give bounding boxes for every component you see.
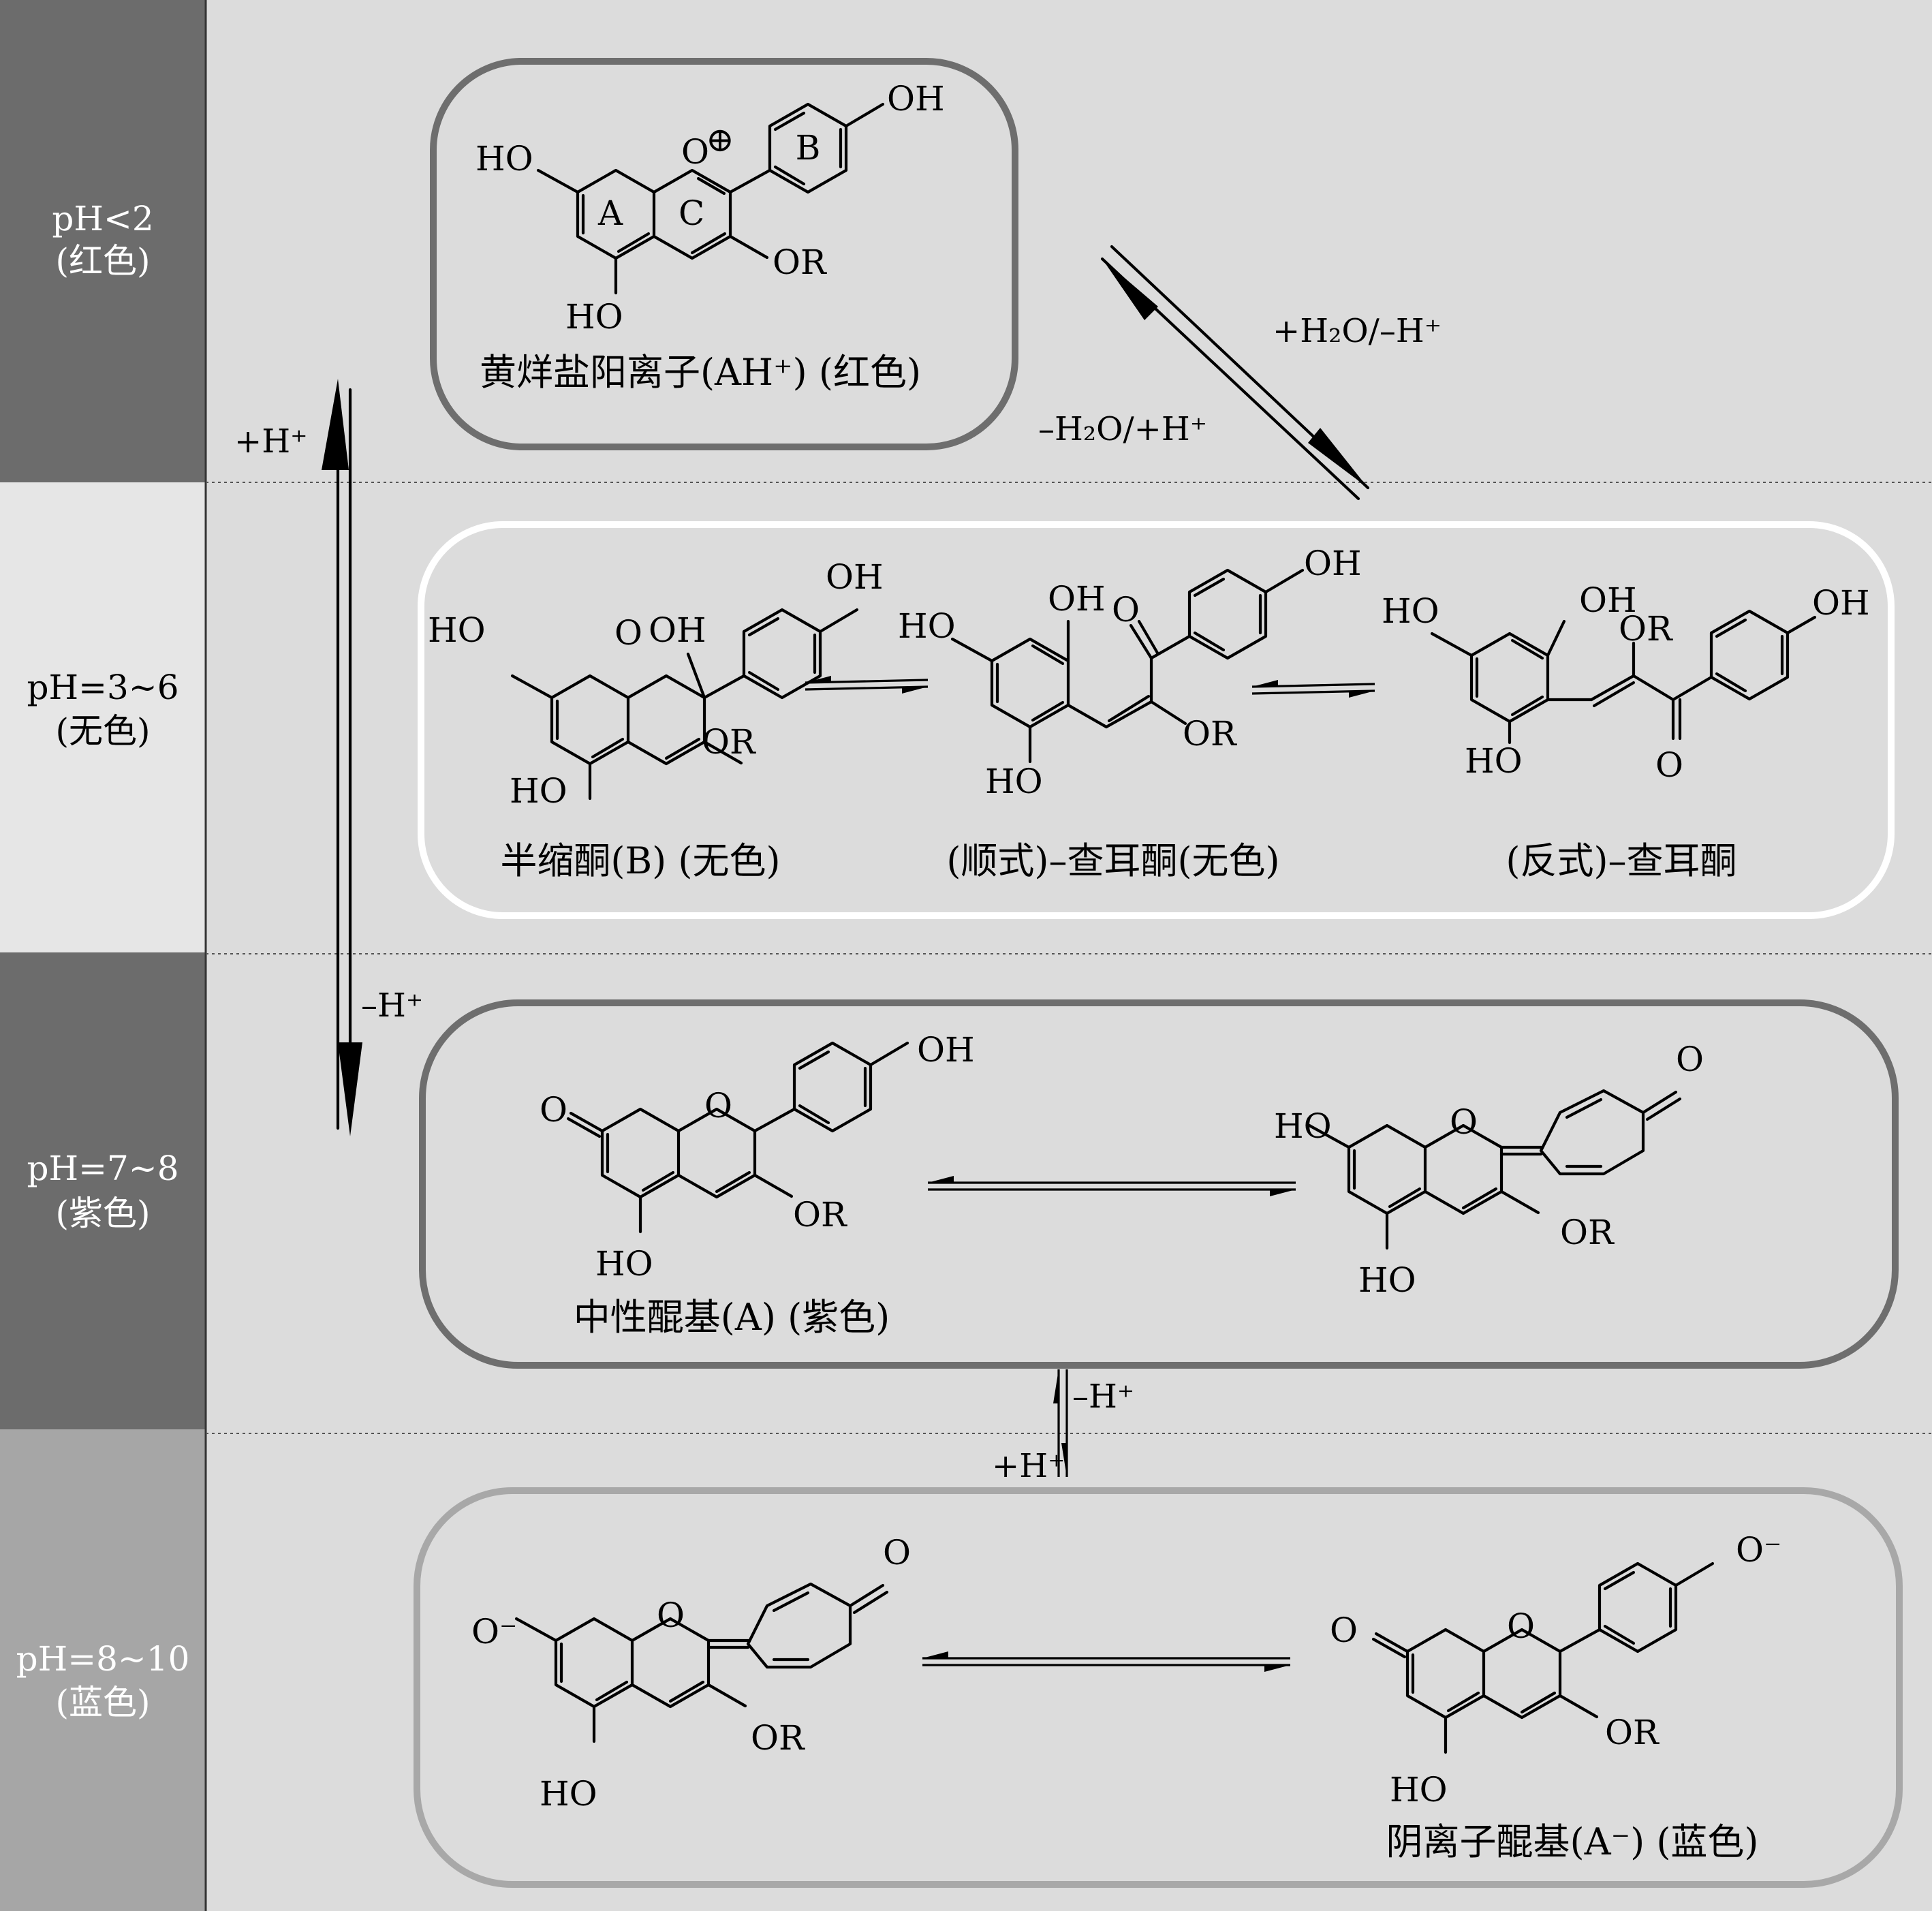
- svg-text:OH: OH: [1579, 580, 1637, 620]
- svg-text:O: O: [681, 132, 709, 172]
- svg-text:OR: OR: [1605, 1713, 1660, 1752]
- anionic-quinoidal-left: O O O⁻ HO OR: [471, 1533, 911, 1814]
- svg-text:O: O: [883, 1533, 911, 1572]
- svg-text:O: O: [1450, 1102, 1478, 1142]
- svg-text:HO: HO: [1465, 741, 1523, 781]
- trans-chalcone-structure: HO OH OR OH HO O: [1382, 580, 1870, 785]
- flavylium-structure: HO HO OR OH O ⊕ A C B: [476, 79, 945, 337]
- svg-text:OR: OR: [773, 243, 827, 282]
- svg-text:O: O: [1330, 1611, 1358, 1650]
- svg-text:O⁻: O⁻: [471, 1612, 517, 1651]
- svg-text:HO: HO: [1382, 591, 1439, 631]
- svg-text:HO: HO: [1390, 1770, 1448, 1809]
- cond-hydration-reverse: –H₂O/+H⁺: [1038, 410, 1207, 448]
- box-purple: [419, 999, 1899, 1369]
- cond-hydration-forward: +H₂O/–H⁺: [1273, 312, 1442, 350]
- svg-text:HO: HO: [510, 771, 567, 811]
- svg-text:C: C: [679, 193, 704, 233]
- ph-band-1: pH<2 (红色): [0, 0, 206, 482]
- svg-text:HO: HO: [540, 1774, 597, 1814]
- label-anionic-quinoidal: 阴离子醌基(A⁻) (蓝色): [1386, 1820, 1759, 1863]
- svg-text:OR: OR: [1183, 714, 1237, 753]
- neutral-quinoidal-right: O O HO HO OR: [1274, 1040, 1704, 1300]
- svg-text:HO: HO: [985, 762, 1043, 801]
- svg-text:O⁻: O⁻: [1736, 1530, 1781, 1570]
- cond-left-down: –H⁺: [361, 986, 423, 1025]
- svg-text:HO: HO: [428, 610, 486, 650]
- svg-text:OR: OR: [793, 1195, 847, 1234]
- svg-text:OR: OR: [751, 1718, 805, 1758]
- label-trans-chalcone: (反式)–查耳酮: [1506, 839, 1736, 882]
- ph-band-1-ph: pH<2: [52, 199, 153, 238]
- svg-text:OH: OH: [826, 557, 884, 597]
- svg-text:A: A: [597, 193, 623, 233]
- svg-text:OR: OR: [1619, 609, 1673, 649]
- ph-band-4-ph: pH=8~10: [16, 1639, 190, 1679]
- svg-text:OH: OH: [917, 1030, 975, 1070]
- svg-text:⊕: ⊕: [706, 120, 734, 159]
- svg-text:OR: OR: [702, 722, 756, 762]
- cond-lower-down: +H⁺: [992, 1447, 1065, 1485]
- cis-chalcone-structure: HO OH O OH OR HO: [898, 544, 1362, 801]
- svg-text:OH: OH: [649, 610, 706, 650]
- ph-band-3-ph: pH=7~8: [27, 1149, 178, 1188]
- cond-lower-up: –H⁺: [1072, 1378, 1134, 1416]
- box-colorless: [418, 521, 1895, 919]
- lower-vertical-arrows: [1053, 1369, 1068, 1477]
- box-flavylium: [430, 58, 1018, 450]
- ph-band-2-ph: pH=3~6: [27, 668, 178, 707]
- svg-text:HO: HO: [476, 139, 533, 178]
- svg-text:OH: OH: [1048, 579, 1106, 619]
- svg-text:HO: HO: [898, 606, 956, 646]
- ph-band-4-color: (蓝色): [55, 1683, 150, 1722]
- svg-text:O: O: [704, 1086, 732, 1125]
- svg-text:HO: HO: [1358, 1260, 1416, 1300]
- ph-band-2-color: (无色): [55, 711, 150, 751]
- svg-text:OH: OH: [1812, 583, 1870, 623]
- left-vertical-arrows: [322, 379, 362, 1136]
- box-blue: [414, 1487, 1903, 1888]
- svg-text:O: O: [1112, 590, 1140, 630]
- svg-text:O: O: [1676, 1040, 1704, 1079]
- svg-text:HO: HO: [595, 1244, 653, 1284]
- svg-text:B: B: [796, 128, 821, 168]
- eq-arrow-b-cis: [805, 676, 929, 694]
- svg-text:HO: HO: [565, 297, 623, 337]
- svg-text:O: O: [1507, 1606, 1535, 1646]
- hydration-arrows: [1100, 245, 1370, 501]
- hemiketal-structure: HO HO OR OH OH O: [428, 557, 884, 811]
- svg-text:O: O: [1655, 745, 1683, 785]
- svg-text:O: O: [540, 1090, 567, 1130]
- ph-band-3-color: (紫色): [55, 1194, 150, 1233]
- ph-band-4: pH=8~10 (蓝色): [0, 1429, 206, 1911]
- eq-arrow-cis-trans: [1251, 680, 1375, 698]
- ph-band-2: pH=3~6 (无色): [0, 482, 206, 952]
- label-cis-chalcone: (顺式)–查耳酮(无色): [946, 839, 1279, 882]
- ph-band-3: pH=7~8 (紫色): [0, 952, 206, 1429]
- cond-left-up: +H⁺: [234, 422, 307, 461]
- svg-text:OH: OH: [1304, 544, 1362, 583]
- ph-band-1-color: (红色): [55, 241, 150, 281]
- eq-arrow-blue: [922, 1651, 1290, 1672]
- neutral-quinoidal-left: O O HO OR OH: [540, 1030, 975, 1284]
- eq-arrow-purple: [928, 1176, 1296, 1196]
- label-hemiketal: 半缩酮(B) (无色): [500, 839, 780, 882]
- anionic-quinoidal-right: O O O⁻ HO OR: [1330, 1530, 1781, 1809]
- diagram-background: [204, 0, 1932, 1911]
- svg-text:HO: HO: [1274, 1106, 1332, 1146]
- label-flavylium: 黄烊盐阳离子(AH⁺) (红色): [480, 351, 921, 394]
- svg-text:O: O: [657, 1596, 685, 1635]
- svg-text:O: O: [614, 613, 642, 653]
- label-neutral-quinoidal: 中性醌基(A) (紫色): [574, 1296, 890, 1339]
- svg-text:OH: OH: [887, 79, 945, 119]
- svg-text:OR: OR: [1560, 1213, 1615, 1252]
